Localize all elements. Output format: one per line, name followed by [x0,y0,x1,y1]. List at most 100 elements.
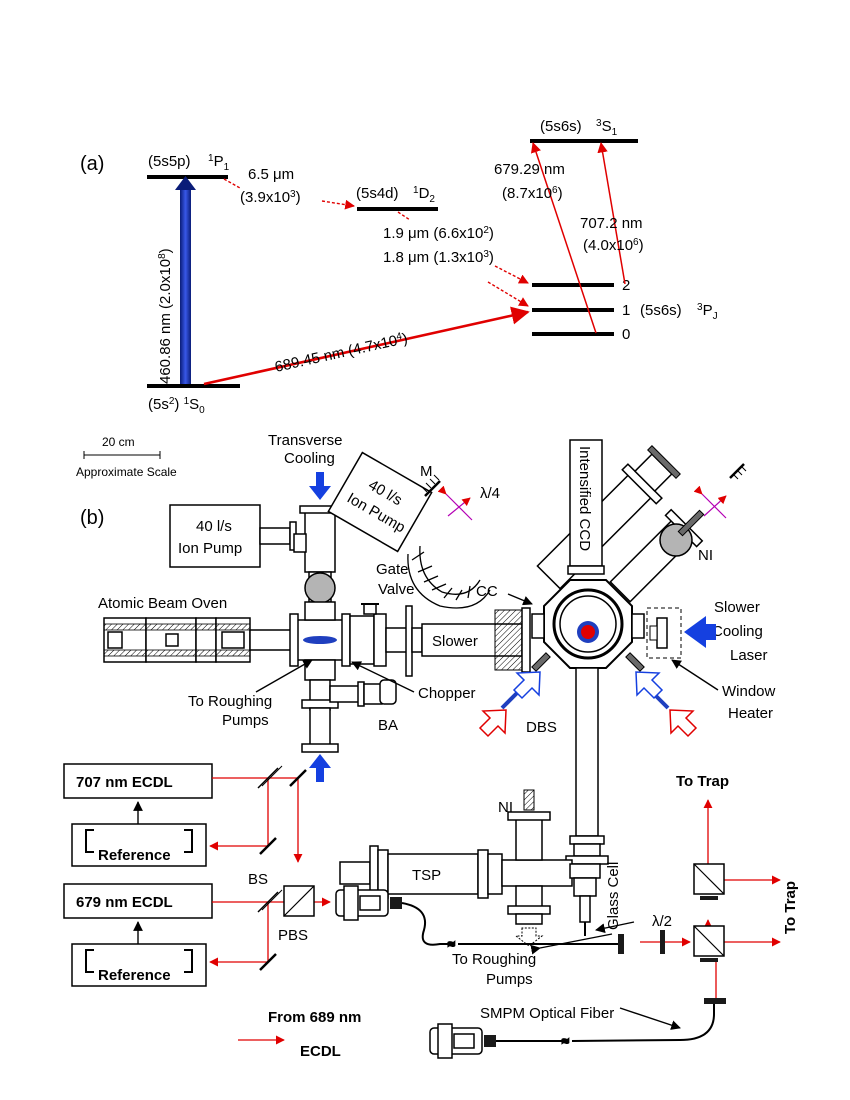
level-3s1-config: (5s6s) [540,118,582,135]
ecdl-707-label: 707 nm ECDL [76,774,173,791]
transition-707-label: 707.2 nm [580,215,643,232]
fiber-coupler-2 [429,1023,496,1059]
atomic-beam-slice [303,636,337,644]
cc-label: CC [476,583,498,600]
ion-pump-left [169,504,261,568]
transition-689-label: 689.45 nm (4.7x104) [273,330,409,376]
ecdl-679-box [63,883,213,919]
half-wave-label: λ/2 [652,913,672,930]
bs-label: BS [248,871,268,888]
zeeman-slower: Slower [405,605,531,677]
pbs-label: PBS [278,927,308,944]
to-trap-right-label: To Trap [782,881,799,934]
fiber-collimator-2 [704,998,726,1004]
window-heater-box [646,607,682,659]
transition-707-rate: (4.0x106) [583,237,644,254]
window-heater-label-2: Heater [728,705,773,722]
fiber-coupler-1 [335,885,402,921]
svg-text:≈: ≈ [448,937,455,951]
mirror-3 [259,953,277,971]
from-689-label-1: From 689 nm [268,1009,361,1026]
transition-679-arrow [530,142,597,334]
slower-laser-arrow [684,616,716,648]
glass-cell-label: Glass Cell [605,862,622,930]
mot-beam-blue-left [512,671,541,700]
main-chamber [531,579,645,669]
transition-707-arrow [597,141,626,285]
dbs-label: DBS [526,719,557,736]
mot-beam-red-left [478,709,507,738]
level-j1: 1 [622,302,630,319]
ecdl-707-box [63,763,213,799]
oven-label: Atomic Beam Oven [98,595,227,612]
beam-splitter-1 [257,767,279,789]
half-wave-plate [660,930,665,954]
ion-gauge-left [304,572,336,604]
level-j2: 2 [622,277,630,294]
from-689-label-2: ECDL [300,1043,341,1060]
decay-6-5um-label: 6.5 μm [248,166,294,183]
tsp-line: TSP NI To Roughing Pumps Glass Cell [339,789,635,988]
transition-679-label: 679.29 nm [494,161,565,178]
ba-label: BA [378,717,398,734]
apparatus-diagram: (b) 20 cm Approximate Scale Transverse C… [63,432,799,1060]
reference-2-box [71,943,207,987]
intensified-ccd-label: Intensified CCD [576,446,593,551]
level-3s1-term: 3S1 [596,118,618,138]
slower-laser-label-1: Slower [714,599,760,616]
chopper-label: Chopper [418,685,476,702]
bellows [407,545,491,609]
mirror-2 [259,837,277,855]
level-3pj-term: 3PJ [697,302,718,322]
atomic-beam-oven [103,617,296,663]
level-1d2-config: (5s4d) [356,185,399,202]
decay-6-5um-arrow [223,178,241,189]
retro-beam-left [446,494,472,521]
transverse-cooling-arrow-top [309,472,331,500]
level-1p1-config: (5s5p) [148,153,191,170]
energy-level-diagram: (a) (5s5p) 1P1 (5s2) 1S0 (5s4d) 1D2 (5s6… [80,118,718,416]
roughing-bottom-label-2: Pumps [486,971,533,988]
ion-pump-top: 40 l/s Ion Pump [327,451,433,553]
gate-valve [349,603,411,667]
slower-laser-label-2: Cooling [712,623,763,640]
decay-6-5um-rate: (3.9x103) [240,189,301,206]
roughing-bottom-label-1: To Roughing [452,951,536,968]
tsp-label: TSP [412,867,441,884]
level-1p1-term: 1P1 [208,153,230,173]
transverse-cooling-label-1: Transverse [268,432,342,449]
cc-arrow [507,593,533,606]
fiber-label: SMPM Optical Fiber [480,1005,614,1022]
panel-a-label: (a) [80,153,104,175]
beam-splitter-bs [257,891,279,913]
decay-1-8um-arrow [487,281,529,307]
mirror-m-label: M [420,463,433,480]
window-heater-label-1: Window [722,683,776,700]
transition-689-arrow [203,306,530,386]
gate-valve-label-2: Valve [378,581,414,598]
slower-laser-label-3: Laser [730,647,768,664]
level-3pj-config: (5s6s) [640,302,682,319]
intensified-ccd: Intensified CCD [567,439,605,575]
level-1d2-term: 1D2 [413,185,435,205]
quarter-wave-label: λ/4 [480,485,500,502]
mot-beam-red-right [669,709,698,738]
transverse-cooling-label-2: Cooling [284,450,335,467]
decay-1-8um-label: 1.8 μm (1.3x103) [383,249,494,266]
optical-fiber: ≈ ≈ [401,902,715,1049]
mirror-right [729,463,747,480]
roughing-left-label-1: To Roughing [188,693,272,710]
six-way-cross: BA [289,601,398,753]
scale-caption: Approximate Scale [76,465,177,479]
slower-label: Slower [432,633,478,650]
reference-2-label: Reference [98,967,171,984]
ni-top-label: NI [698,547,713,564]
roughing-left-label-2: Pumps [222,712,269,729]
transverse-cooling-cross [293,505,341,604]
gate-valve-label-1: Gate [376,561,409,578]
mot-beam-blue-right [635,671,664,700]
transverse-cooling-arrow-bottom [309,754,331,782]
ni-bottom-label: NI [498,799,513,816]
svg-text:≈: ≈ [562,1034,569,1048]
